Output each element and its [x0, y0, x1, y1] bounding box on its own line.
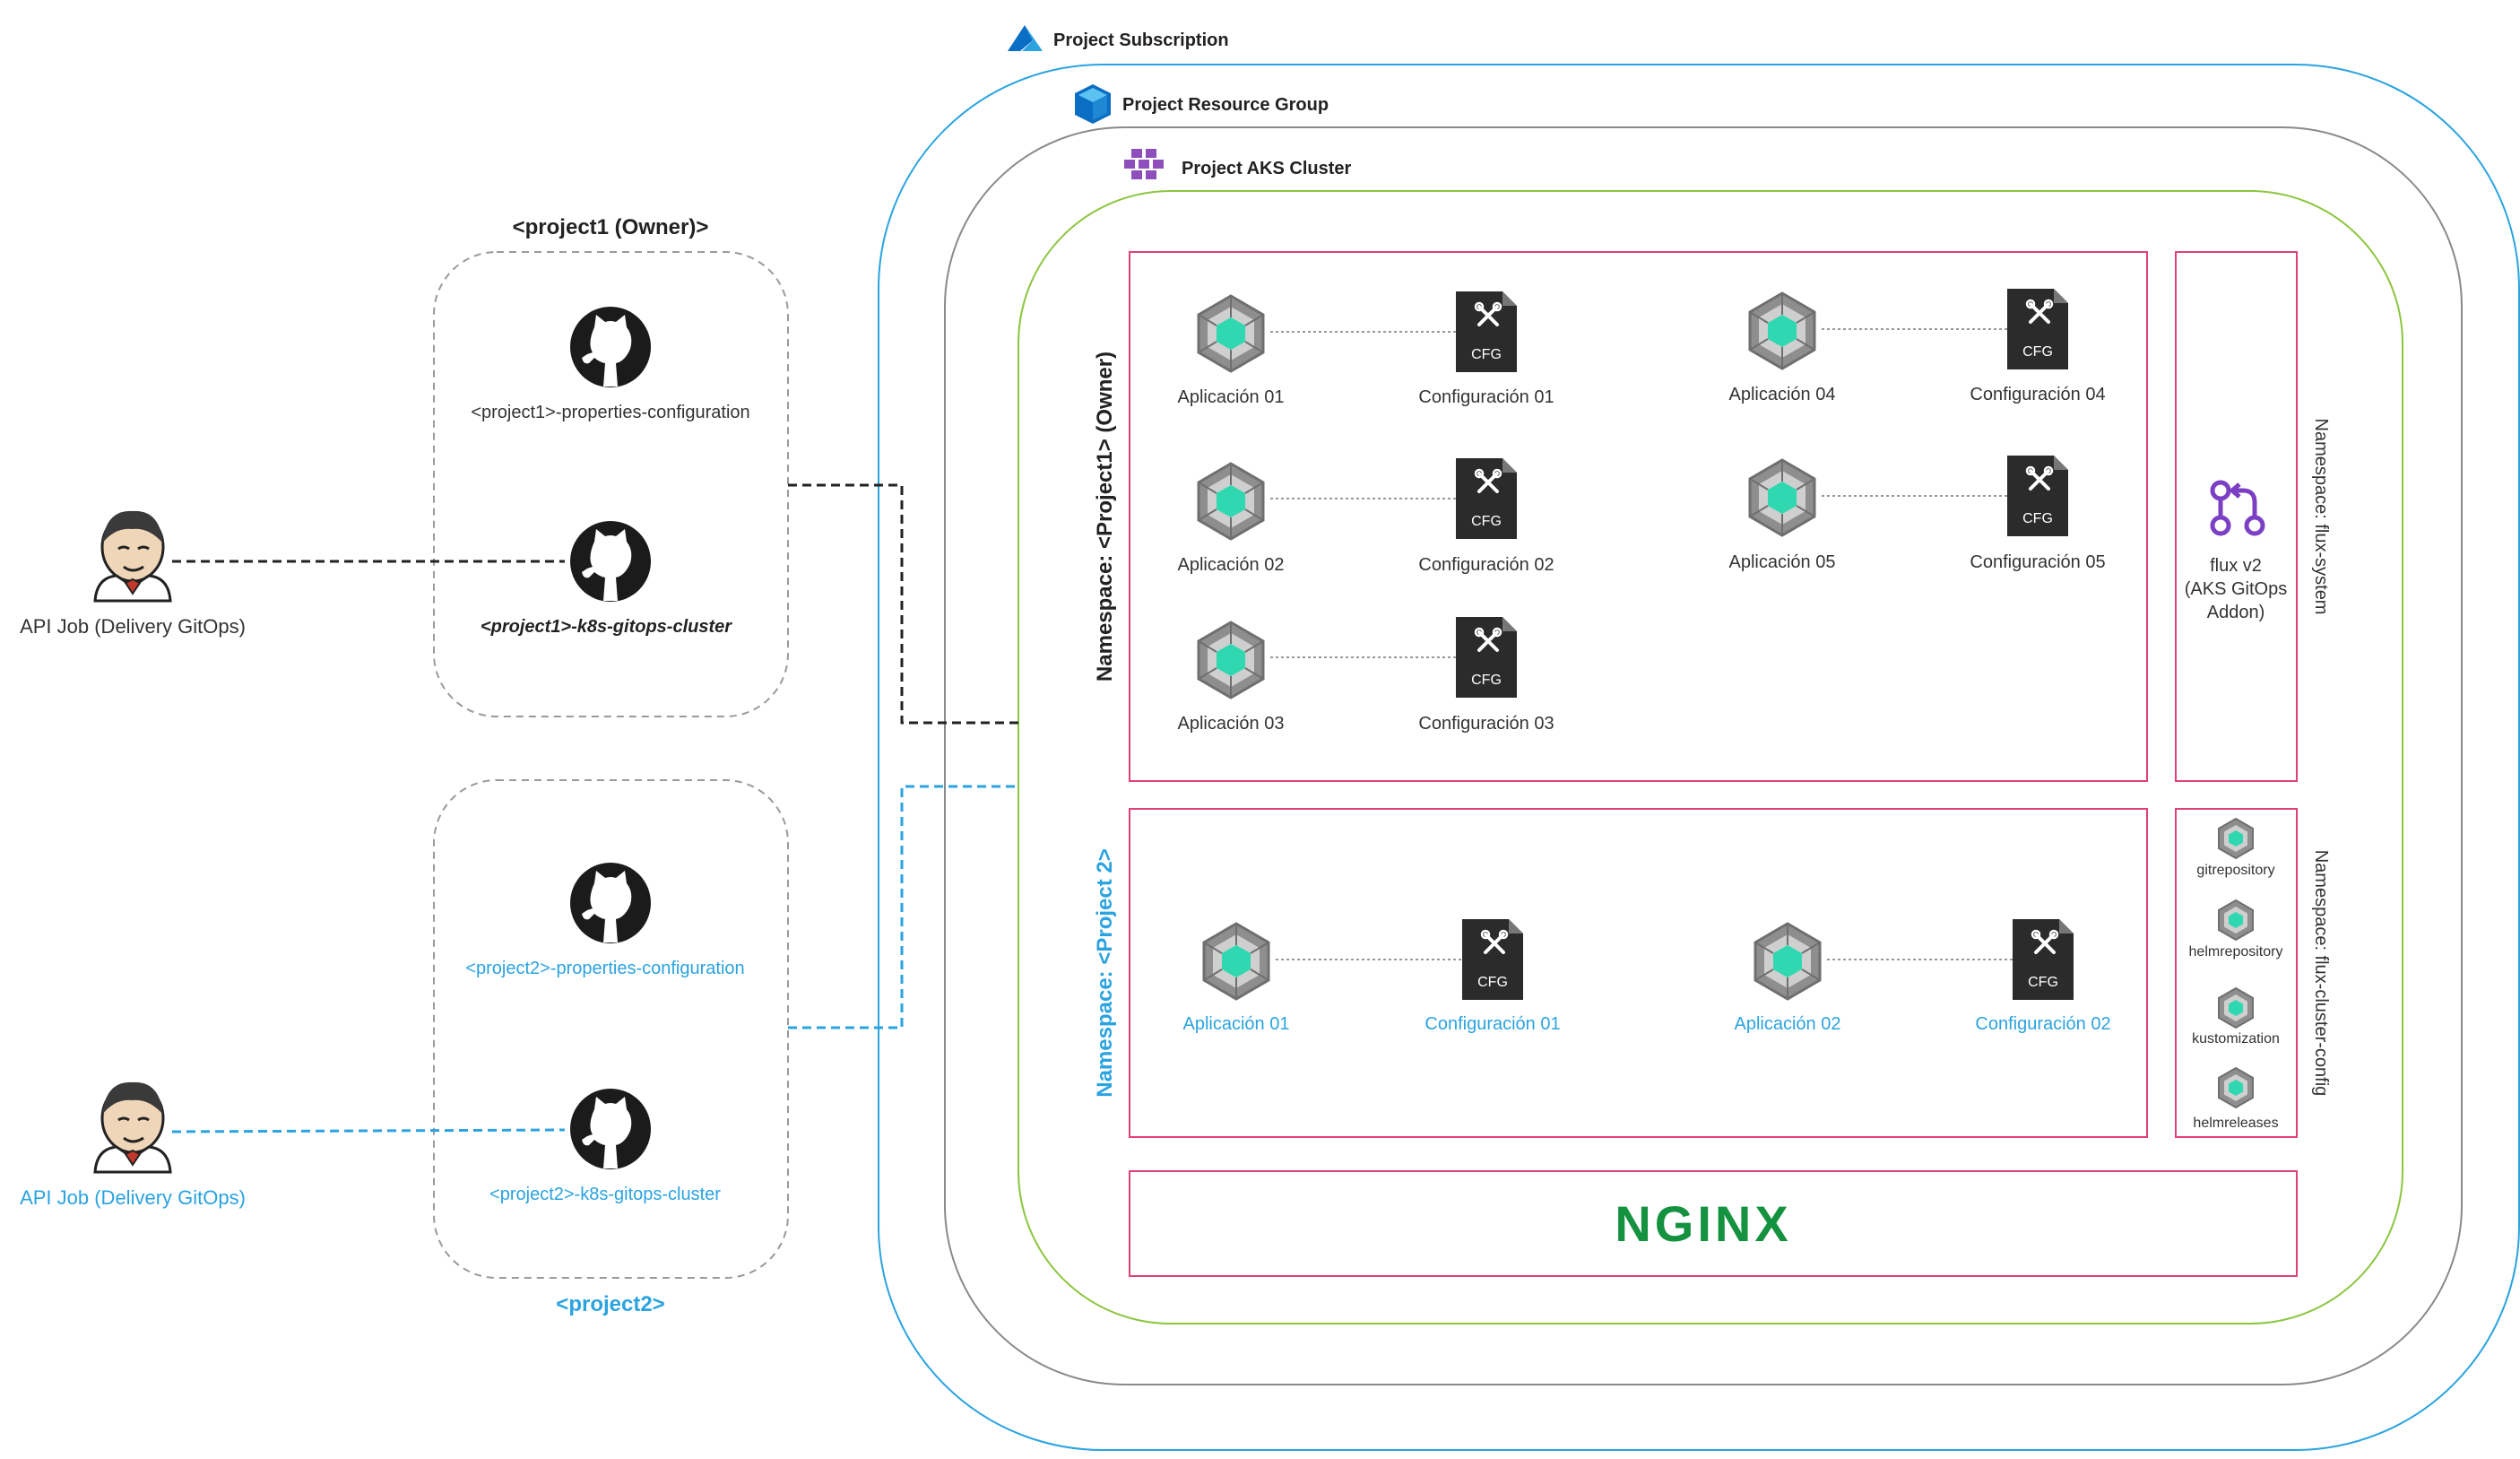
- github-icon: [570, 521, 651, 602]
- app-label: Aplicación 03: [1178, 714, 1285, 734]
- config-label: Configuración 04: [1970, 385, 2105, 404]
- project2-group-title: <project2>: [556, 1292, 664, 1316]
- subscription-container: [878, 64, 2520, 1451]
- repo-label: <project2>-properties-configuration: [465, 959, 744, 978]
- azure-icon: [1008, 25, 1043, 51]
- helmreleases-icon: [2218, 1067, 2254, 1108]
- cfg-badge: CFG: [2022, 511, 2053, 526]
- jenkins-label: API Job (Delivery GitOps): [20, 1186, 246, 1209]
- namespace-project1-box: [1129, 251, 2148, 782]
- cfg-badge: CFG: [1471, 514, 1502, 529]
- namespace-project2-title: Namespace: <Project 2>: [1093, 848, 1117, 1098]
- cfg-badge: CFG: [2022, 344, 2053, 360]
- app-icon: [1748, 291, 1816, 370]
- app-label: Aplicación 02: [1735, 1014, 1841, 1034]
- connector-project1-cluster: [788, 483, 1018, 725]
- namespace-flux-cluster-config-box: [2175, 808, 2298, 1138]
- repo-label: <project1>-properties-configuration: [471, 403, 749, 422]
- app-icon: [1202, 922, 1270, 1001]
- app-label: Aplicación 02: [1178, 555, 1285, 575]
- namespace-project2-box: [1129, 808, 2148, 1138]
- flux-resource-label: gitrepository: [2196, 863, 2274, 878]
- app-label: Aplicación 01: [1183, 1014, 1290, 1034]
- app-icon: [1748, 458, 1816, 537]
- repo-label: <project1>-k8s-gitops-cluster: [481, 617, 732, 637]
- connector-jenkins2-repo: [171, 1128, 566, 1133]
- namespace-project1-title: Namespace: <Project1> (Owner): [1093, 352, 1117, 682]
- namespace-flux-cluster-config-label: Namespace: flux-cluster-config: [2311, 850, 2331, 1097]
- flux-label-line2: (AKS GitOps: [2185, 579, 2287, 599]
- config-label: Configuración 02: [1418, 555, 1554, 575]
- subscription-label: Project Subscription: [1053, 30, 1229, 50]
- app-label: Aplicación 04: [1729, 385, 1836, 404]
- gitrepository-icon: [2218, 818, 2254, 859]
- cfg-badge: CFG: [1477, 975, 1508, 990]
- flux-resource-label: helmrepository: [2189, 944, 2283, 960]
- helmrepository-icon: [2218, 899, 2254, 941]
- app-icon: [1197, 294, 1265, 373]
- aks-cluster-container: [1018, 190, 2403, 1324]
- jenkins-icon: [93, 509, 172, 603]
- cfg-badge: CFG: [2028, 975, 2058, 990]
- repo-label: <project2>-k8s-gitops-cluster: [489, 1185, 721, 1204]
- flux-resource-label: kustomization: [2192, 1031, 2280, 1046]
- jenkins-label: API Job (Delivery GitOps): [20, 615, 246, 638]
- nginx-logo: NGINX: [1615, 1195, 1791, 1252]
- github-icon: [570, 307, 651, 387]
- namespace-flux-system-box: [2175, 251, 2298, 782]
- app-icon: [1197, 462, 1265, 541]
- resource-group-label: Project Resource Group: [1122, 95, 1329, 115]
- flux-label-line3: Addon): [2207, 603, 2265, 622]
- resource-group-icon: [1075, 84, 1111, 124]
- config-label: Configuración 01: [1425, 1014, 1560, 1034]
- jenkins-icon: [93, 1081, 172, 1174]
- cfg-badge: CFG: [1471, 347, 1502, 362]
- aks-icon: [1124, 149, 1164, 179]
- project2-repo-group: [433, 779, 789, 1279]
- cfg-badge: CFG: [1471, 673, 1502, 688]
- nginx-box: [1129, 1170, 2298, 1277]
- resource-group-container: [944, 126, 2463, 1385]
- namespace-flux-system-label: Namespace: flux-system: [2311, 419, 2331, 615]
- project1-group-title: <project1 (Owner)>: [513, 215, 709, 239]
- app-label: Aplicación 01: [1178, 387, 1285, 407]
- flux-resource-label: helmreleases: [2193, 1116, 2278, 1131]
- config-label: Configuración 01: [1418, 387, 1554, 407]
- config-label: Configuración 03: [1418, 714, 1554, 734]
- config-label: Configuración 05: [1970, 552, 2105, 572]
- app-label: Aplicación 05: [1729, 552, 1836, 572]
- app-icon: [1197, 621, 1265, 699]
- config-label: Configuración 02: [1975, 1014, 2110, 1034]
- app-icon: [1754, 922, 1822, 1001]
- aks-cluster-label: Project AKS Cluster: [1182, 159, 1352, 178]
- kustomization-icon: [2218, 987, 2254, 1029]
- flux-icon: [2210, 480, 2265, 536]
- github-icon: [570, 1089, 651, 1169]
- connector-project2-cluster: [788, 785, 1018, 1029]
- github-icon: [570, 863, 651, 943]
- flux-label-line1: flux v2: [2210, 556, 2262, 576]
